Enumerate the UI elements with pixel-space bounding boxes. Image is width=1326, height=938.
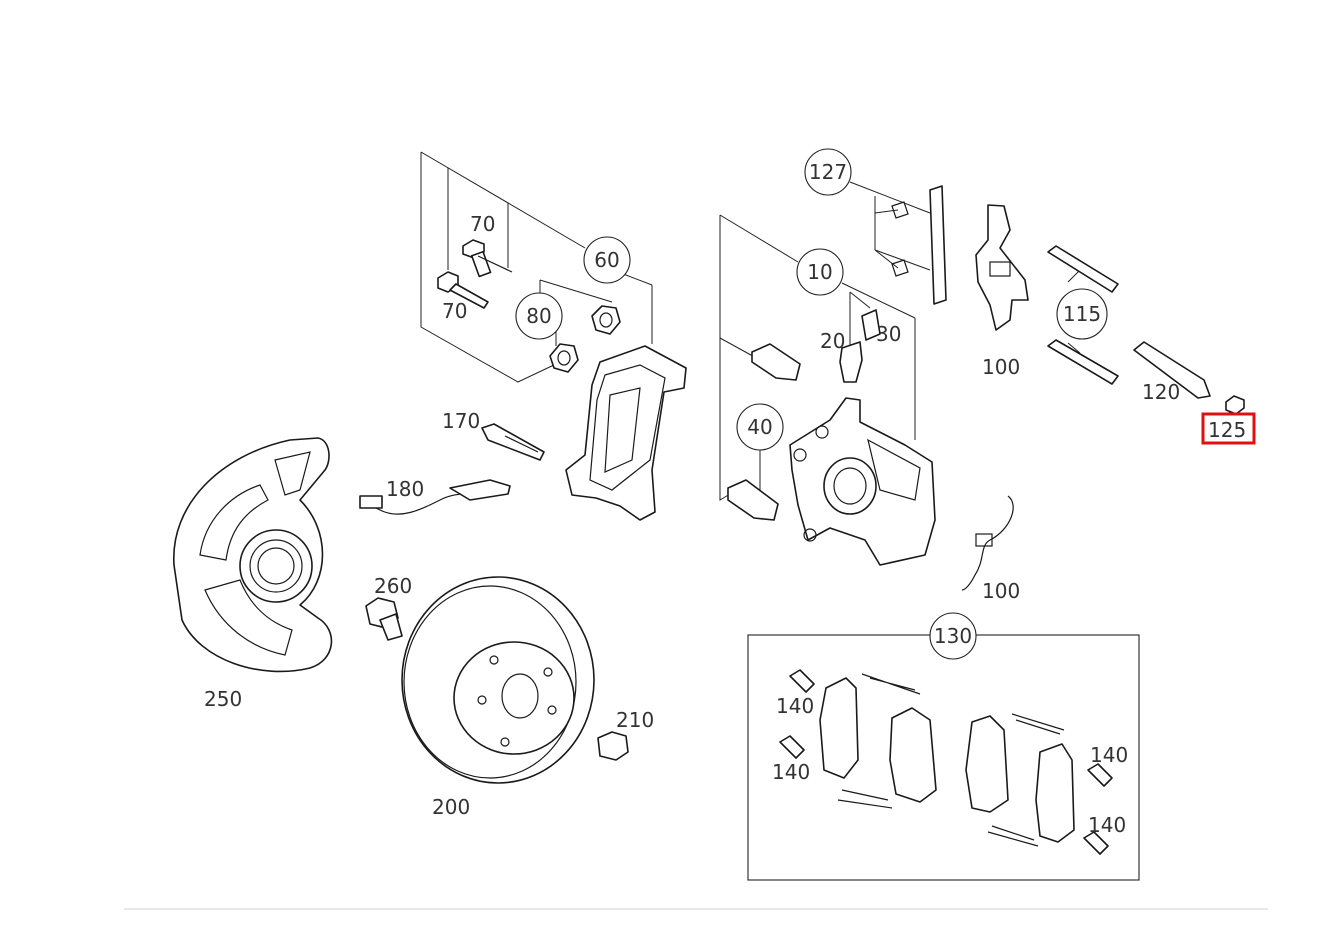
pad-bolts-140[interactable]	[779, 669, 1113, 855]
callout-80-label: 80	[526, 304, 551, 328]
callout-130-label: 130	[934, 624, 972, 648]
cap-30[interactable]	[861, 309, 881, 341]
highlight-125[interactable]: 125	[1201, 412, 1256, 445]
leader-lines	[420, 151, 1237, 501]
callout-40-label: 40	[747, 415, 772, 439]
callout-60-label: 60	[594, 248, 619, 272]
callout-127-label: 127	[809, 160, 847, 184]
sleeve-40-upper[interactable]	[751, 343, 801, 381]
brake-disc-part[interactable]	[401, 576, 595, 784]
callout-10[interactable]: 10	[796, 248, 844, 296]
label-100-upper[interactable]: 100	[982, 355, 1020, 379]
label-140-c[interactable]: 140	[1090, 743, 1128, 767]
label-250[interactable]: 250	[204, 687, 242, 711]
sleeve-40-lower[interactable]	[727, 479, 779, 521]
label-20[interactable]: 20	[820, 329, 845, 353]
label-100-lower[interactable]: 100	[982, 579, 1020, 603]
pin-115-upper[interactable]	[1047, 245, 1119, 293]
label-260[interactable]: 260	[374, 574, 412, 598]
label-30[interactable]: 30	[876, 322, 901, 346]
bolt-210[interactable]	[597, 731, 629, 761]
nut-80-upper[interactable]	[591, 305, 621, 335]
bleed-valve-20[interactable]	[839, 341, 863, 383]
brake-pads-part[interactable]	[819, 673, 1075, 847]
pin-115-lower[interactable]	[1047, 339, 1119, 385]
bolt-125[interactable]	[1225, 395, 1245, 415]
spring-127[interactable]	[891, 185, 947, 305]
label-170[interactable]: 170	[442, 409, 480, 433]
caliper-bracket-part[interactable]	[565, 345, 687, 521]
bolt-120[interactable]	[1133, 341, 1211, 399]
callout-115[interactable]: 115	[1056, 288, 1108, 340]
label-70-lower[interactable]: 70	[442, 299, 467, 323]
label-140-b[interactable]: 140	[772, 760, 810, 784]
label-70-upper[interactable]: 70	[470, 212, 495, 236]
callout-10-label: 10	[807, 260, 832, 284]
bolt-70-lower[interactable]	[437, 271, 489, 309]
label-125: 125	[1208, 418, 1246, 442]
callout-127[interactable]: 127	[804, 148, 852, 196]
label-200[interactable]: 200	[432, 795, 470, 819]
label-140-d[interactable]: 140	[1088, 813, 1126, 837]
nut-80-lower[interactable]	[549, 343, 579, 373]
brake-shield-part[interactable]	[173, 437, 333, 673]
highlight-box	[1201, 412, 1256, 445]
bolt-70-upper[interactable]	[462, 239, 513, 278]
spring-100-lower[interactable]	[961, 495, 1014, 591]
callout-40[interactable]: 40	[736, 403, 784, 451]
label-210[interactable]: 210	[616, 708, 654, 732]
label-180[interactable]: 180	[386, 477, 424, 501]
callout-130[interactable]: 130	[929, 612, 977, 660]
wear-sensor-180[interactable]	[359, 479, 511, 515]
callout-60[interactable]: 60	[583, 236, 631, 284]
callout-80[interactable]: 80	[515, 292, 563, 340]
label-140-a[interactable]: 140	[776, 694, 814, 718]
pad-kit-frame	[747, 634, 1140, 881]
label-120[interactable]: 120	[1142, 380, 1180, 404]
spring-100-upper[interactable]	[975, 204, 1029, 331]
caliper-housing-part[interactable]	[789, 397, 936, 566]
bolt-170[interactable]	[481, 423, 545, 461]
bolt-260[interactable]	[365, 597, 403, 641]
callout-115-label: 115	[1063, 302, 1101, 326]
